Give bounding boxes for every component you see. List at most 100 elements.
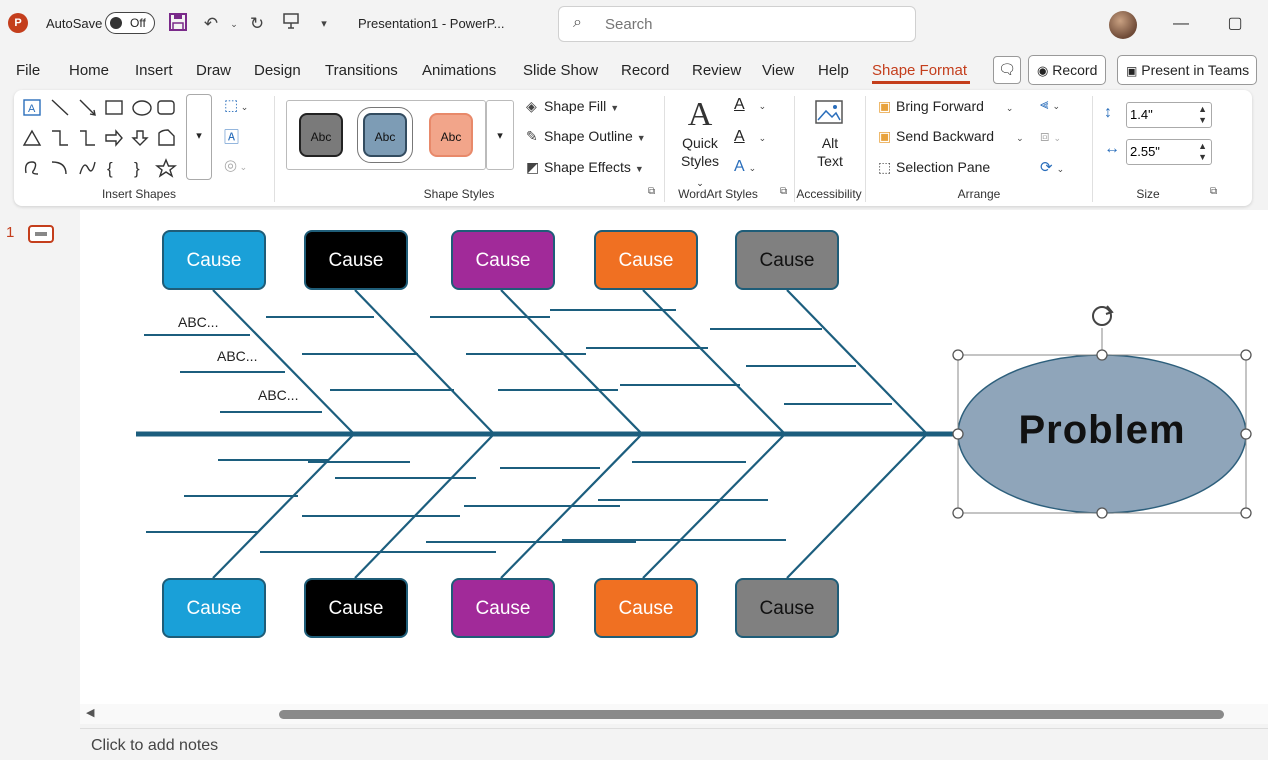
autosave-toggle[interactable]: Off: [105, 12, 155, 34]
search-input[interactable]: [605, 14, 895, 34]
align-button[interactable]: ⫷⌄: [1040, 96, 1060, 113]
undo-dropdown-icon[interactable]: ⌄: [230, 19, 238, 29]
resize-handle[interactable]: [952, 507, 964, 519]
notes-placeholder[interactable]: Click to add notes: [91, 737, 219, 754]
insert-shapes-group-label: Insert Shapes: [101, 187, 177, 201]
dialog-launcher-icon[interactable]: ⧉: [780, 186, 788, 197]
sub-cause-label[interactable]: ABC...: [258, 387, 299, 403]
alt-text-button[interactable]: Alt Text: [808, 98, 852, 170]
bring-forward-icon: ▣: [878, 98, 892, 114]
tab-slide-show[interactable]: Slide Show: [523, 62, 599, 79]
dialog-launcher-icon[interactable]: ⧉: [648, 186, 656, 197]
resize-handle[interactable]: [1096, 507, 1108, 519]
cause-box-top-4[interactable]: Cause: [594, 230, 698, 290]
shape-effects-button[interactable]: ◩Shape Effects▼: [526, 159, 644, 176]
tab-view[interactable]: View: [762, 62, 795, 79]
cause-branch-bottom: [212, 433, 355, 579]
quick-styles-button[interactable]: A Quick Styles ⌄: [678, 96, 722, 192]
shape-width-input[interactable]: [1130, 144, 1190, 159]
horizontal-scrollbar[interactable]: ◀: [80, 704, 1268, 724]
shape-fill-button[interactable]: ◈Shape Fill▼: [526, 98, 619, 115]
tab-help[interactable]: Help: [818, 62, 849, 79]
search-box[interactable]: ⌕: [558, 6, 916, 42]
quick-styles-label-1: Quick: [682, 135, 718, 151]
text-effects-button[interactable]: A⌄: [734, 158, 756, 176]
problem-label[interactable]: Problem: [1018, 408, 1186, 452]
rotate-button[interactable]: ⟳⌄: [1040, 158, 1064, 176]
save-icon[interactable]: [166, 12, 190, 36]
comments-button[interactable]: 🗨: [993, 56, 1021, 84]
tab-insert[interactable]: Insert: [135, 62, 173, 79]
resize-handle[interactable]: [1240, 349, 1252, 361]
sub-cause-label[interactable]: ABC...: [178, 314, 219, 330]
edit-shape-icon[interactable]: ⬚ ⌄: [224, 97, 249, 114]
notes-pane[interactable]: Click to add notes: [80, 728, 1268, 760]
resize-handle[interactable]: [952, 349, 964, 361]
undo-icon[interactable]: ↶: [203, 14, 219, 33]
bring-forward-button[interactable]: ▣Bring Forward⌄: [878, 98, 1013, 115]
text-fill-icon: A: [734, 96, 745, 113]
shape-height-input[interactable]: [1130, 107, 1190, 122]
chevron-down-icon: ⌄: [696, 178, 704, 188]
selection-pane-button[interactable]: ⬚Selection Pane: [878, 159, 990, 176]
customize-qat-icon[interactable]: ▾: [321, 18, 327, 30]
scroll-left-icon[interactable]: ◀: [86, 707, 95, 719]
tab-draw[interactable]: Draw: [196, 62, 232, 79]
shape-width-field[interactable]: ▲▼: [1126, 139, 1212, 165]
style-swatch-blue-selected[interactable]: Abc: [357, 107, 413, 163]
text-fill-button[interactable]: A⌄: [734, 96, 766, 114]
tab-design[interactable]: Design: [254, 62, 301, 79]
tab-review[interactable]: Review: [692, 62, 742, 79]
cause-box-top-2[interactable]: Cause: [304, 230, 408, 290]
tab-transitions[interactable]: Transitions: [325, 62, 398, 79]
shape-height-field[interactable]: ▲▼: [1126, 102, 1212, 128]
insert-shapes-gallery[interactable]: A { }: [22, 98, 187, 183]
text-outline-button[interactable]: A⌄: [734, 128, 766, 146]
alt-text-label-2: Text: [817, 153, 843, 169]
cause-box-bottom-5[interactable]: Cause: [735, 578, 839, 638]
tab-animations[interactable]: Animations: [422, 62, 497, 79]
slide-canvas[interactable]: Cause Cause Cause Cause Cause Cause Caus…: [80, 210, 1268, 704]
spinner-icon[interactable]: ▲▼: [1198, 141, 1207, 162]
sub-cause-label[interactable]: ABC...: [217, 348, 258, 364]
slide-thumbnail[interactable]: [28, 225, 54, 243]
avatar[interactable]: [1109, 11, 1137, 39]
cause-box-top-3[interactable]: Cause: [451, 230, 555, 290]
tab-shape-format[interactable]: Shape Format: [872, 62, 968, 79]
resize-handle[interactable]: [952, 428, 964, 440]
minimize-icon[interactable]: —: [1173, 15, 1189, 32]
cause-box-top-1[interactable]: Cause: [162, 230, 266, 290]
spinner-icon[interactable]: ▲▼: [1198, 104, 1207, 125]
cause-box-bottom-1[interactable]: Cause: [162, 578, 266, 638]
dialog-launcher-icon[interactable]: ⧉: [1210, 186, 1218, 197]
cause-box-top-5[interactable]: Cause: [735, 230, 839, 290]
shape-outline-button[interactable]: ✎Shape Outline▼: [526, 128, 646, 145]
resize-handle[interactable]: [1240, 507, 1252, 519]
draw-text-box-icon[interactable]: 🄰: [224, 129, 240, 146]
shapes-more-button[interactable]: ▾: [186, 94, 212, 180]
tab-file[interactable]: File: [16, 62, 41, 79]
style-swatch-orange[interactable]: Abc: [429, 113, 473, 157]
cause-box-bottom-2[interactable]: Cause: [304, 578, 408, 638]
present-in-teams-button[interactable]: ▣ Present in Teams: [1117, 55, 1257, 85]
redo-icon[interactable]: ↻: [249, 14, 265, 33]
resize-handle[interactable]: [1096, 349, 1108, 361]
tab-home[interactable]: Home: [69, 62, 110, 79]
record-button[interactable]: ◉ Record: [1028, 55, 1106, 85]
pencil-icon: ✎: [526, 128, 538, 144]
maximize-icon[interactable]: ▢: [1227, 15, 1243, 32]
resize-handle[interactable]: [1240, 428, 1252, 440]
cause-box-bottom-4[interactable]: Cause: [594, 578, 698, 638]
cause-box-bottom-3[interactable]: Cause: [451, 578, 555, 638]
send-backward-button[interactable]: ▣Send Backward⌄: [878, 128, 1024, 145]
present-from-start-icon[interactable]: [279, 12, 303, 36]
shape-styles-more-button[interactable]: ▾: [486, 100, 514, 170]
style-swatch-gray[interactable]: Abc: [299, 113, 343, 157]
scrollbar-thumb[interactable]: [279, 710, 1224, 719]
comment-icon: 🗨: [998, 61, 1016, 77]
tab-record[interactable]: Record: [621, 62, 670, 79]
chevron-down-icon: ⌄: [748, 163, 757, 173]
svg-text:}: }: [134, 159, 140, 178]
text-outline-icon: A: [734, 128, 745, 145]
rotation-handle-icon[interactable]: [1092, 305, 1114, 326]
